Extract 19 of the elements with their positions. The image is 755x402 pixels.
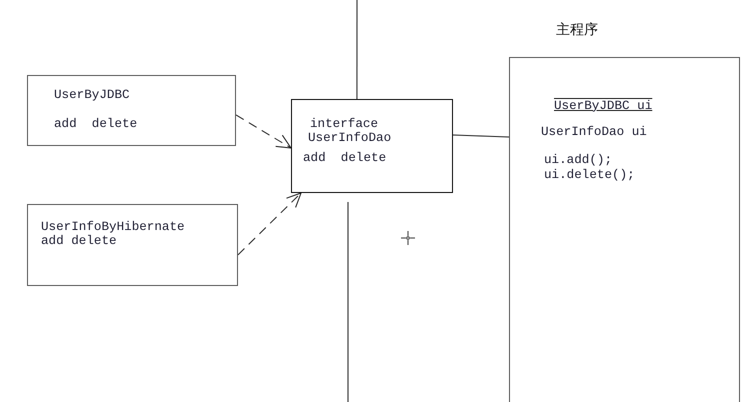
class-name: UserInfoByHibernate — [41, 220, 185, 234]
method-list: add delete — [54, 117, 138, 132]
class-box — [27, 75, 236, 146]
interface-name: UserInfoDao — [308, 131, 392, 146]
method-list: add delete — [303, 151, 386, 166]
struck-code-line: UserByJDBC ui — [554, 99, 652, 114]
connector-line — [452, 134, 510, 138]
program-title: 主程序 — [556, 21, 598, 39]
code-line: ui.delete(); — [544, 168, 635, 183]
stereotype-label: interface — [310, 117, 378, 132]
code-line: UserInfoDao ui — [541, 125, 647, 140]
code-line: ui.add(); — [544, 153, 612, 168]
class-name: UserByJDBC — [54, 88, 130, 103]
method-list: add delete — [41, 234, 117, 249]
dashed-arrow — [236, 114, 292, 148]
dashed-arrow — [238, 192, 302, 256]
class-box — [27, 204, 238, 286]
connector-line — [356, 0, 358, 100]
interface-box — [291, 99, 453, 193]
